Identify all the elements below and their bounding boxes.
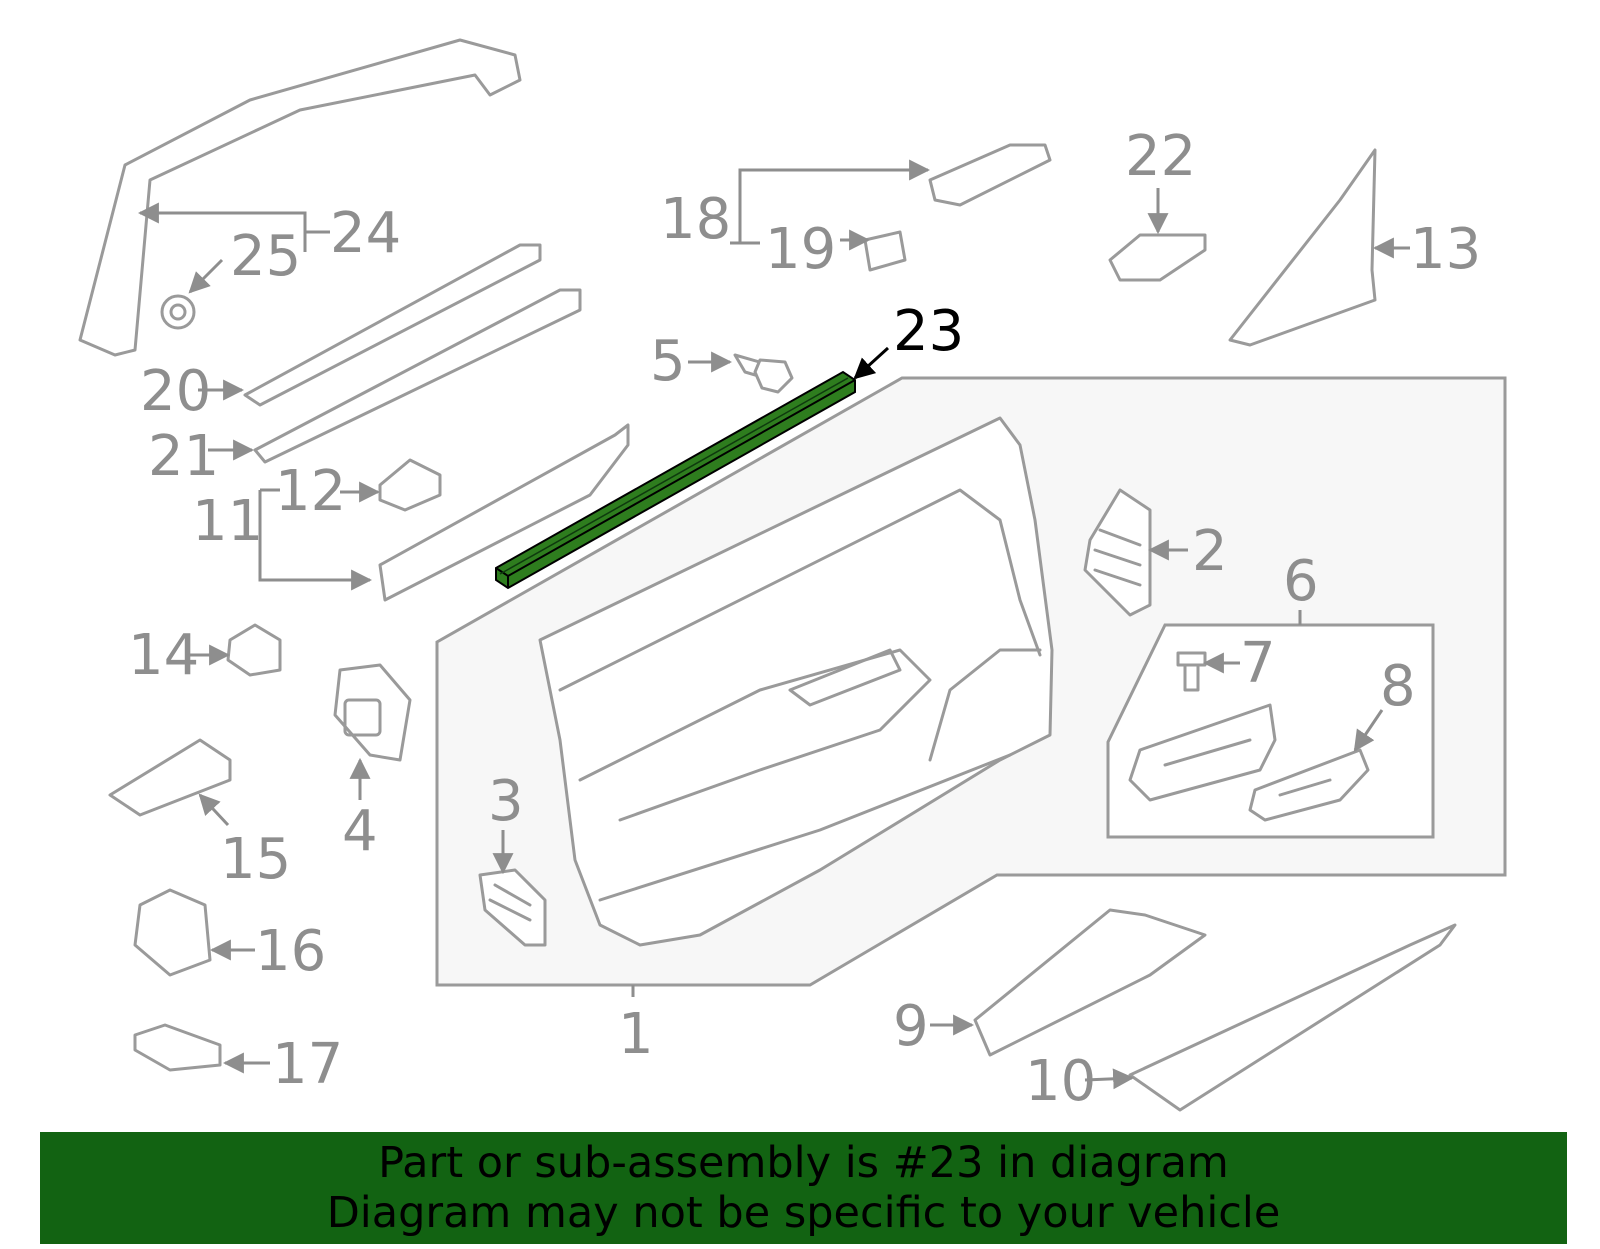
connector (133, 1023, 222, 1072)
leader-lines (137, 159, 1410, 1090)
armrest-pad (973, 908, 1207, 1057)
pillar-trim (1228, 148, 1377, 347)
window-switch-panel (928, 143, 1052, 207)
callout-19: 19 (765, 217, 836, 282)
lock-switch (133, 888, 212, 977)
small-switch (226, 623, 282, 677)
callout-24: 24 (330, 201, 401, 266)
callout-12: 12 (275, 459, 346, 524)
highlighted-weatherstrip-23[interactable] (495, 370, 856, 590)
callout-5: 5 (650, 329, 686, 394)
callout-1: 1 (618, 1002, 654, 1067)
belt-molding (378, 423, 630, 602)
bolt (733, 353, 794, 394)
info-banner: Part or sub-assembly is #23 in diagram D… (40, 1132, 1567, 1244)
callout-25: 25 (230, 224, 301, 289)
callout-11: 11 (192, 489, 263, 554)
switch-clip (863, 230, 907, 272)
callout-17: 17 (272, 1032, 343, 1097)
callout-16: 16 (255, 919, 326, 984)
callout-15: 15 (220, 827, 291, 892)
window-rail (243, 243, 542, 407)
callout-7: 7 (1240, 631, 1276, 696)
retainer-clip (378, 458, 442, 512)
trim-bracket (1083, 488, 1152, 617)
banner-line-1: Part or sub-assembly is #23 in diagram (378, 1138, 1229, 1188)
clip-module (478, 868, 547, 947)
grab-handle (1108, 233, 1207, 282)
callout-8: 8 (1380, 654, 1416, 719)
door-latch (333, 663, 412, 762)
callout-3: 3 (488, 769, 524, 834)
callout-2: 2 (1192, 519, 1228, 584)
callout-9: 9 (893, 994, 929, 1059)
callout-10: 10 (1025, 1049, 1096, 1114)
lower-trim-strip (1128, 923, 1457, 1112)
callout-21: 21 (148, 424, 219, 489)
banner-line-2: Diagram may not be specific to your vehi… (326, 1188, 1281, 1238)
inner-handle-housing (1128, 703, 1277, 802)
callout-20: 20 (140, 359, 211, 424)
callout-6: 6 (1283, 549, 1319, 614)
callout-14: 14 (128, 623, 199, 688)
master-window-switch (108, 738, 232, 817)
callout-18: 18 (660, 187, 731, 252)
upper-trim-strip (253, 288, 582, 464)
push-clip (160, 294, 196, 330)
roof-molding (78, 38, 522, 357)
callout-4: 4 (342, 799, 378, 864)
screw (1176, 651, 1207, 692)
callout-23: 23 (893, 299, 964, 364)
callout-22: 22 (1125, 124, 1196, 189)
callout-13: 13 (1410, 217, 1481, 282)
door-trim-panel (538, 416, 1054, 947)
